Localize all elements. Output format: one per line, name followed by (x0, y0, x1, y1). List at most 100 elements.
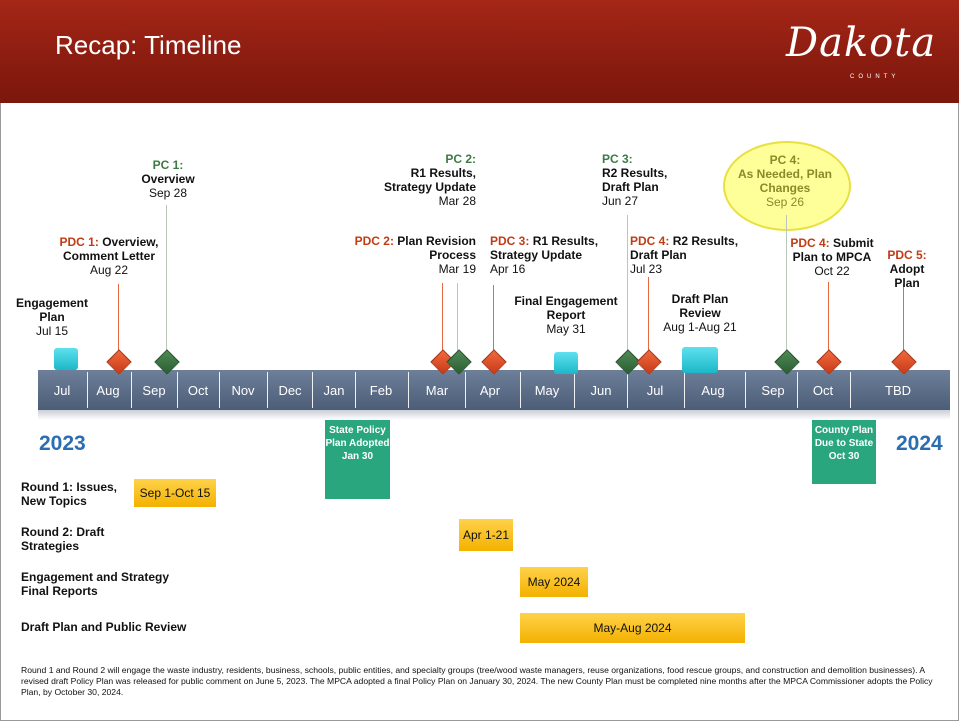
engagement-plan-marker (54, 348, 78, 370)
final-reports-bar: May 2024 (520, 567, 588, 597)
pdc4a-label: PDC 4: R2 Results, Draft Plan Jul 23 (630, 234, 750, 276)
month-label: Sep (142, 383, 166, 398)
month-label: Jul (53, 383, 71, 398)
pc4-title: As Needed, Plan Changes (737, 167, 833, 195)
pc4-label: PC 4: As Needed, Plan Changes Sep 26 (733, 153, 837, 209)
pdc2-title: Plan Revision Process (397, 234, 476, 262)
month-divider (850, 372, 851, 408)
pdc4b-label: PDC 4: Submit Plan to MPCA Oct 22 (784, 236, 880, 278)
month-divider (684, 372, 685, 408)
month-divider (87, 372, 88, 408)
pc3-title: R2 Results, Draft Plan (602, 166, 668, 194)
pdc4a-stem (648, 277, 649, 354)
county-plan-box: County Plan Due to State Oct 30 (812, 420, 876, 484)
row-label-draft-plan: Draft Plan and Public Review (21, 620, 187, 634)
footnote-text: Round 1 and Round 2 will engage the wast… (21, 665, 933, 697)
pc1-title: Overview (141, 172, 195, 186)
month-divider (408, 372, 409, 408)
engagement-plan-title: Engagement Plan (16, 296, 89, 324)
pc3-tag: PC 3: (602, 152, 633, 166)
pdc1-title: Overview, Comment Letter (62, 235, 159, 263)
month-label: Dec (278, 383, 302, 398)
round2-bar: Apr 1-21 (459, 519, 513, 551)
pc2-date: Mar 28 (438, 194, 476, 208)
pc1-date: Sep 28 (148, 186, 188, 200)
pdc2-stem (442, 283, 443, 354)
draft-review-marker (682, 347, 718, 373)
pdc2-label: PDC 2: Plan Revision Process Mar 19 (352, 234, 476, 276)
final-report-marker (554, 352, 578, 374)
month-divider (745, 372, 746, 408)
month-divider (312, 372, 313, 408)
month-divider (797, 372, 798, 408)
pdc1-tag: PDC 1: (59, 235, 99, 249)
pc2-title: R1 Results, Strategy Update (383, 166, 476, 194)
final-report-date: May 31 (546, 322, 586, 336)
pc3-date: Jun 27 (602, 194, 639, 208)
pc4-highlight-ellipse (723, 141, 851, 231)
month-label: Jan (323, 383, 345, 398)
pc3-label: PC 3: R2 Results, Draft Plan Jun 27 (602, 152, 672, 208)
pc4-tag: PC 4: (769, 153, 801, 167)
pdc2-tag: PDC 2: (354, 234, 394, 248)
final-report-label: Final Engagement Report May 31 (506, 294, 626, 336)
pdc3-tag: PDC 3: (490, 234, 530, 248)
pdc4a-title: R2 Results, Draft Plan (630, 234, 739, 262)
pc1-label: PC 1: Overview Sep 28 (130, 158, 206, 200)
pdc4a-tag: PDC 4: (630, 234, 670, 248)
pdc5-title: Adopt Plan (889, 262, 925, 290)
month-divider (177, 372, 178, 408)
pdc1-stem (118, 284, 119, 354)
row-label-round1: Round 1: Issues, New Topics (21, 480, 118, 508)
pc2-tag: PC 2: (445, 152, 476, 166)
pdc4b-date: Oct 22 (814, 264, 850, 278)
draft-review-date: Aug 1-Aug 21 (663, 320, 737, 334)
logo-sub-text: COUNTY (850, 74, 900, 80)
month-divider (465, 372, 466, 408)
month-divider (520, 372, 521, 408)
month-divider (574, 372, 575, 408)
month-label: Feb (369, 383, 393, 398)
pdc3-label: PDC 3: R1 Results, Strategy Update Apr 1… (490, 234, 608, 276)
month-label: Sep (761, 383, 785, 398)
pdc3-stem (493, 285, 494, 354)
pc4-stem (786, 215, 787, 354)
month-label: May (534, 383, 560, 398)
month-label: Apr (479, 383, 501, 398)
engagement-plan-label: Engagement Plan Jul 15 (16, 296, 88, 338)
month-divider (355, 372, 356, 408)
pc3-stem (627, 215, 628, 354)
month-label: Aug (96, 383, 120, 398)
row-label-round2: Round 2: Draft Strategies (21, 525, 105, 553)
pc2-label: PC 2: R1 Results, Strategy Update Mar 28 (368, 152, 476, 208)
draft-review-label: Draft Plan Review Aug 1-Aug 21 (656, 292, 744, 334)
year-end-label: 2024 (896, 432, 943, 455)
pdc4b-stem (828, 282, 829, 354)
round1-bar: Sep 1-Oct 15 (134, 479, 216, 507)
slide-title: Recap: Timeline (55, 30, 242, 60)
month-label: Aug (701, 383, 725, 398)
pdc3-date: Apr 16 (490, 262, 526, 276)
pdc1-date: Aug 22 (89, 263, 129, 277)
pdc1-label: PDC 1: Overview, Comment Letter Aug 22 (44, 235, 174, 277)
month-divider (219, 372, 220, 408)
month-label: Oct (187, 383, 209, 398)
pdc4b-tag: PDC 4: (790, 236, 830, 250)
pc4-date: Sep 26 (765, 195, 805, 209)
pc1-tag: PC 1: (152, 158, 184, 172)
pdc4a-date: Jul 23 (630, 262, 663, 276)
month-label: Oct (812, 383, 834, 398)
engagement-plan-date: Jul 15 (35, 324, 69, 338)
final-report-title: Final Engagement Report (514, 294, 618, 322)
month-label: Nov (231, 383, 255, 398)
timeline-axis (38, 370, 950, 410)
pc1-stem (166, 205, 167, 354)
month-label: Mar (425, 383, 449, 398)
month-divider (267, 372, 268, 408)
pdc5-label: PDC 5: Adopt Plan (876, 248, 938, 290)
pdc3-title: R1 Results, Strategy Update (490, 234, 599, 262)
pdc4b-title: Submit Plan to MPCA (792, 236, 874, 264)
header-bar: Recap: Timeline Dakota COUNTY (0, 0, 959, 103)
pdc5-stem (903, 284, 904, 354)
